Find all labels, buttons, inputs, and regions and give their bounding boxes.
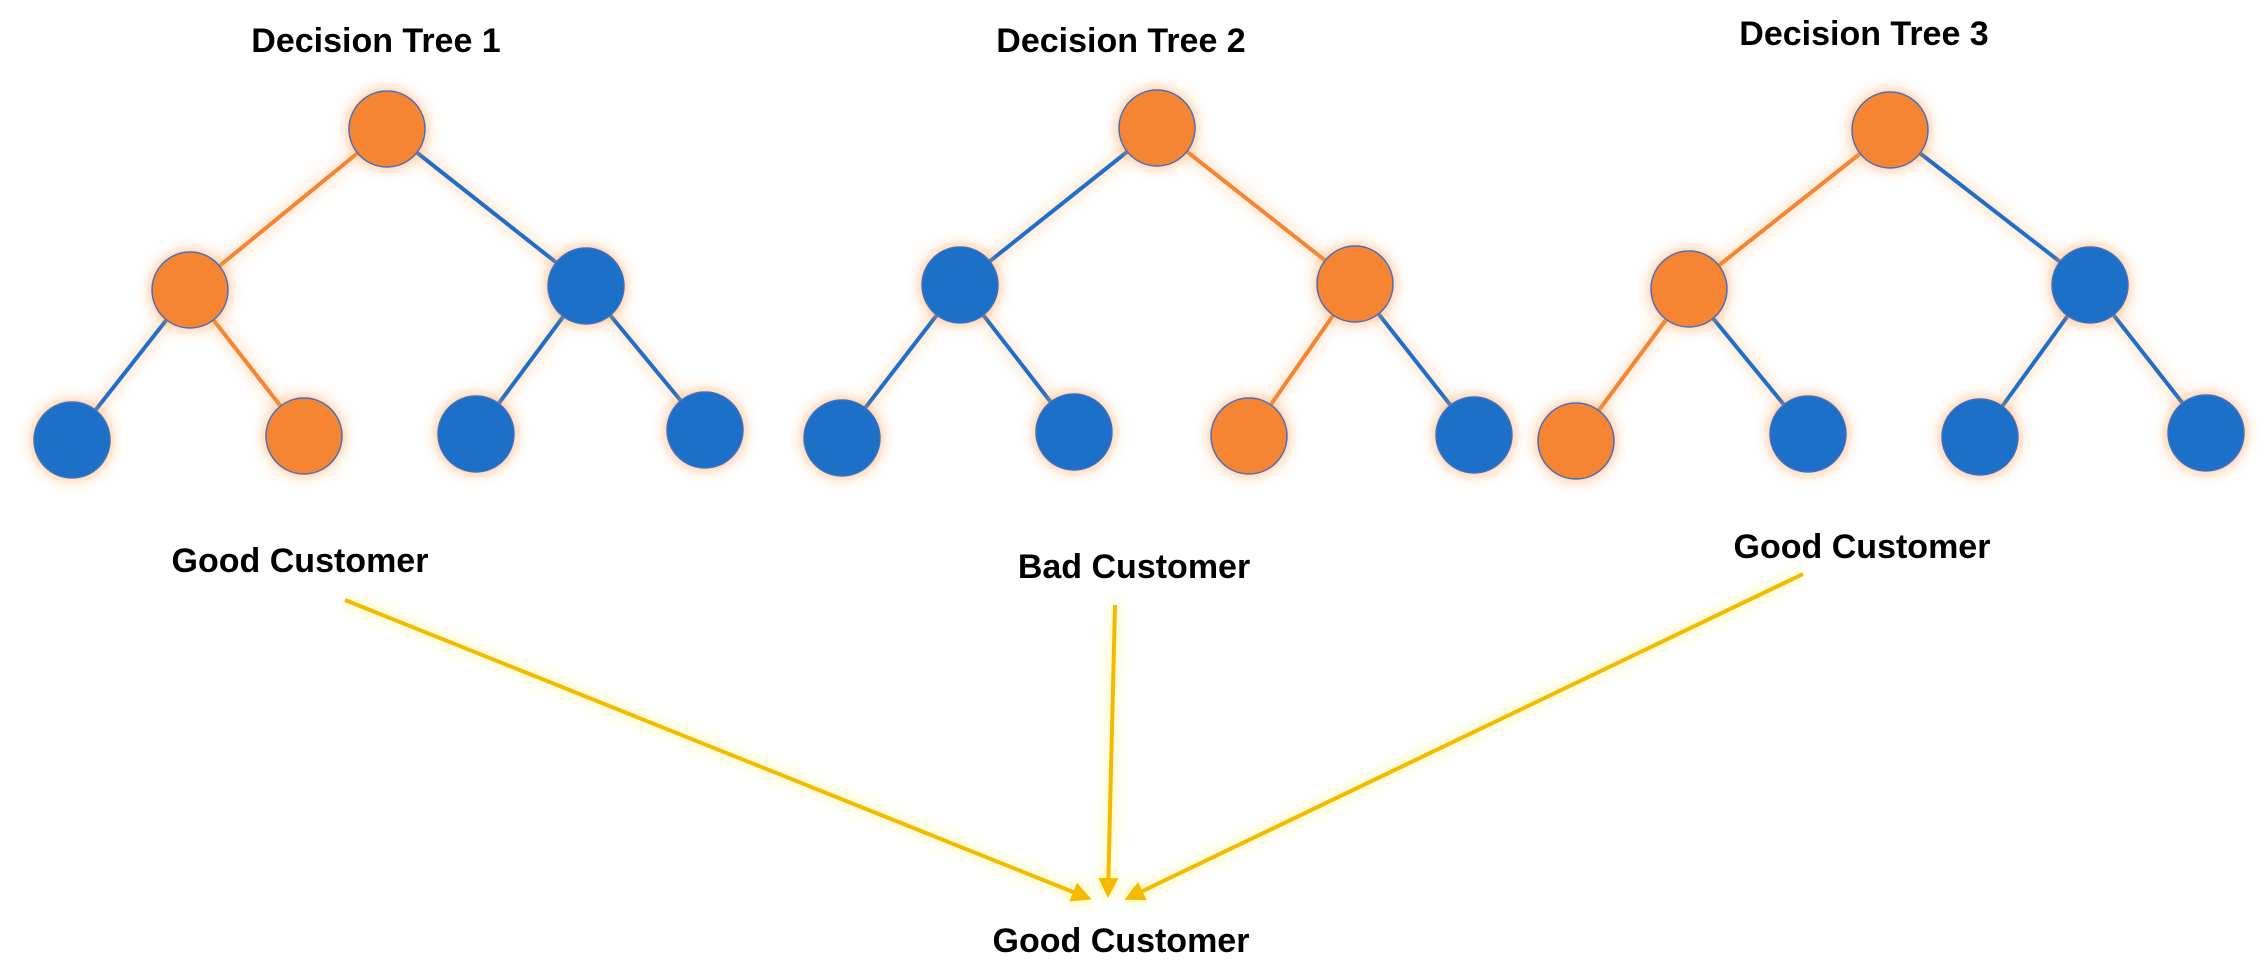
tree-nodes bbox=[33, 90, 744, 479]
decision-path-node bbox=[1851, 91, 1929, 169]
decision-path-node bbox=[265, 397, 343, 475]
tree-title: Decision Tree 2 bbox=[996, 22, 1245, 60]
tree-edge bbox=[188, 127, 389, 292]
tree-nodes bbox=[1537, 91, 2245, 480]
decision-path-node bbox=[1210, 397, 1288, 475]
tree-node bbox=[437, 395, 515, 473]
tree-nodes bbox=[803, 89, 1513, 477]
arrow-from-tree-3 bbox=[1124, 572, 1804, 901]
decision-tree-3: Decision Tree 3 Good Customer bbox=[1537, 15, 2245, 566]
tree-node bbox=[1435, 396, 1513, 474]
tree-title: Decision Tree 3 bbox=[1739, 15, 1988, 53]
tree-node bbox=[547, 247, 625, 325]
tree-node bbox=[1035, 393, 1113, 471]
tree-node bbox=[1941, 398, 2019, 476]
tree-result: Bad Customer bbox=[1018, 548, 1250, 586]
tree-result: Good Customer bbox=[172, 542, 429, 580]
tree-title: Decision Tree 1 bbox=[251, 22, 500, 60]
tree-edge bbox=[1687, 128, 1892, 291]
tree-node bbox=[2051, 246, 2129, 324]
arrow-from-tree-1 bbox=[344, 598, 1092, 902]
decision-path-node bbox=[1650, 250, 1728, 328]
tree-edge bbox=[385, 127, 588, 288]
decision-path-node bbox=[1118, 89, 1196, 167]
tree-node bbox=[803, 399, 881, 477]
tree-node bbox=[2167, 394, 2245, 472]
decision-tree-2: Decision Tree 2 Bad Customer bbox=[803, 22, 1513, 586]
tree-node bbox=[1769, 395, 1847, 473]
tree-edge bbox=[1888, 128, 2092, 287]
tree-node bbox=[921, 246, 999, 324]
arrow-from-tree-2 bbox=[1098, 604, 1119, 898]
tree-result: Good Customer bbox=[1734, 528, 1991, 566]
tree-edge bbox=[958, 126, 1159, 287]
decision-path-node bbox=[1316, 245, 1394, 323]
decision-path-node bbox=[151, 251, 229, 329]
tree-edge bbox=[1155, 126, 1357, 286]
tree-node bbox=[666, 391, 744, 469]
final-result: Good Customer bbox=[993, 922, 1250, 960]
decision-path-node bbox=[1537, 402, 1615, 480]
decision-tree-1: Decision Tree 1 Good Customer bbox=[33, 22, 744, 580]
aggregation-arrows bbox=[344, 572, 1804, 902]
decision-path-node bbox=[348, 90, 426, 168]
tree-node bbox=[33, 401, 111, 479]
